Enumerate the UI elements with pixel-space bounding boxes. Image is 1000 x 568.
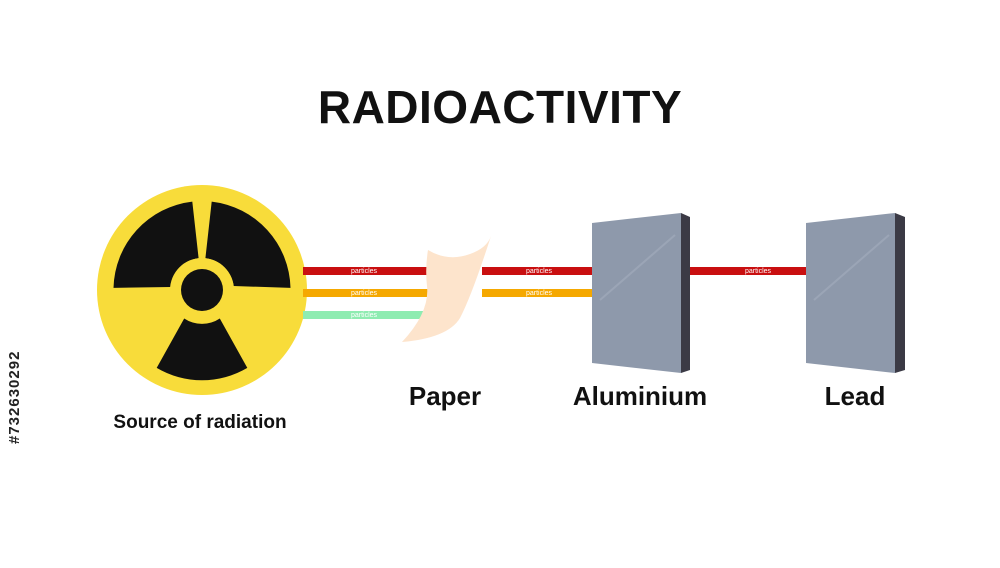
beam-orange-segment-2	[482, 289, 629, 297]
aluminium-edge	[681, 213, 690, 373]
source-label: Source of radiation	[113, 412, 287, 433]
watermark-id: #732630292	[6, 350, 23, 444]
beam-red-segment-3	[690, 267, 852, 275]
beam-label-green-1: particles	[351, 312, 378, 319]
beam-label-red-2: particles	[526, 268, 553, 275]
beam-label-red-3: particles	[745, 268, 772, 275]
beam-green-segment-1	[303, 311, 450, 319]
trefoil-blade-top-left	[113, 201, 199, 288]
lead-edge	[895, 213, 905, 373]
aluminium-label: Aluminium	[572, 381, 708, 411]
beam-red-segment-2	[482, 267, 629, 275]
beam-label-red-1: particles	[351, 268, 378, 275]
trefoil-blade-bottom	[156, 318, 248, 381]
trefoil-center	[181, 269, 223, 311]
paper-label: Paper	[408, 381, 482, 411]
aluminium-shine	[599, 234, 676, 301]
paper-sheet-icon	[402, 236, 491, 342]
beam-label-orange-2: particles	[526, 290, 553, 297]
aluminium-face	[592, 213, 681, 373]
beam-label-orange-1: particles	[351, 290, 378, 297]
lead-shine	[813, 234, 890, 301]
beam-orange-segment-1	[303, 289, 450, 297]
lead-plate-icon	[806, 213, 905, 373]
aluminium-plate-icon	[592, 213, 690, 373]
lead-face	[806, 213, 895, 373]
trefoil-blade-top-right	[205, 201, 291, 288]
lead-label: Lead	[824, 381, 886, 411]
page-title: RADIOACTIVITY	[317, 81, 683, 133]
beam-red-segment-1	[303, 267, 450, 275]
radiation-symbol-icon	[97, 185, 307, 395]
